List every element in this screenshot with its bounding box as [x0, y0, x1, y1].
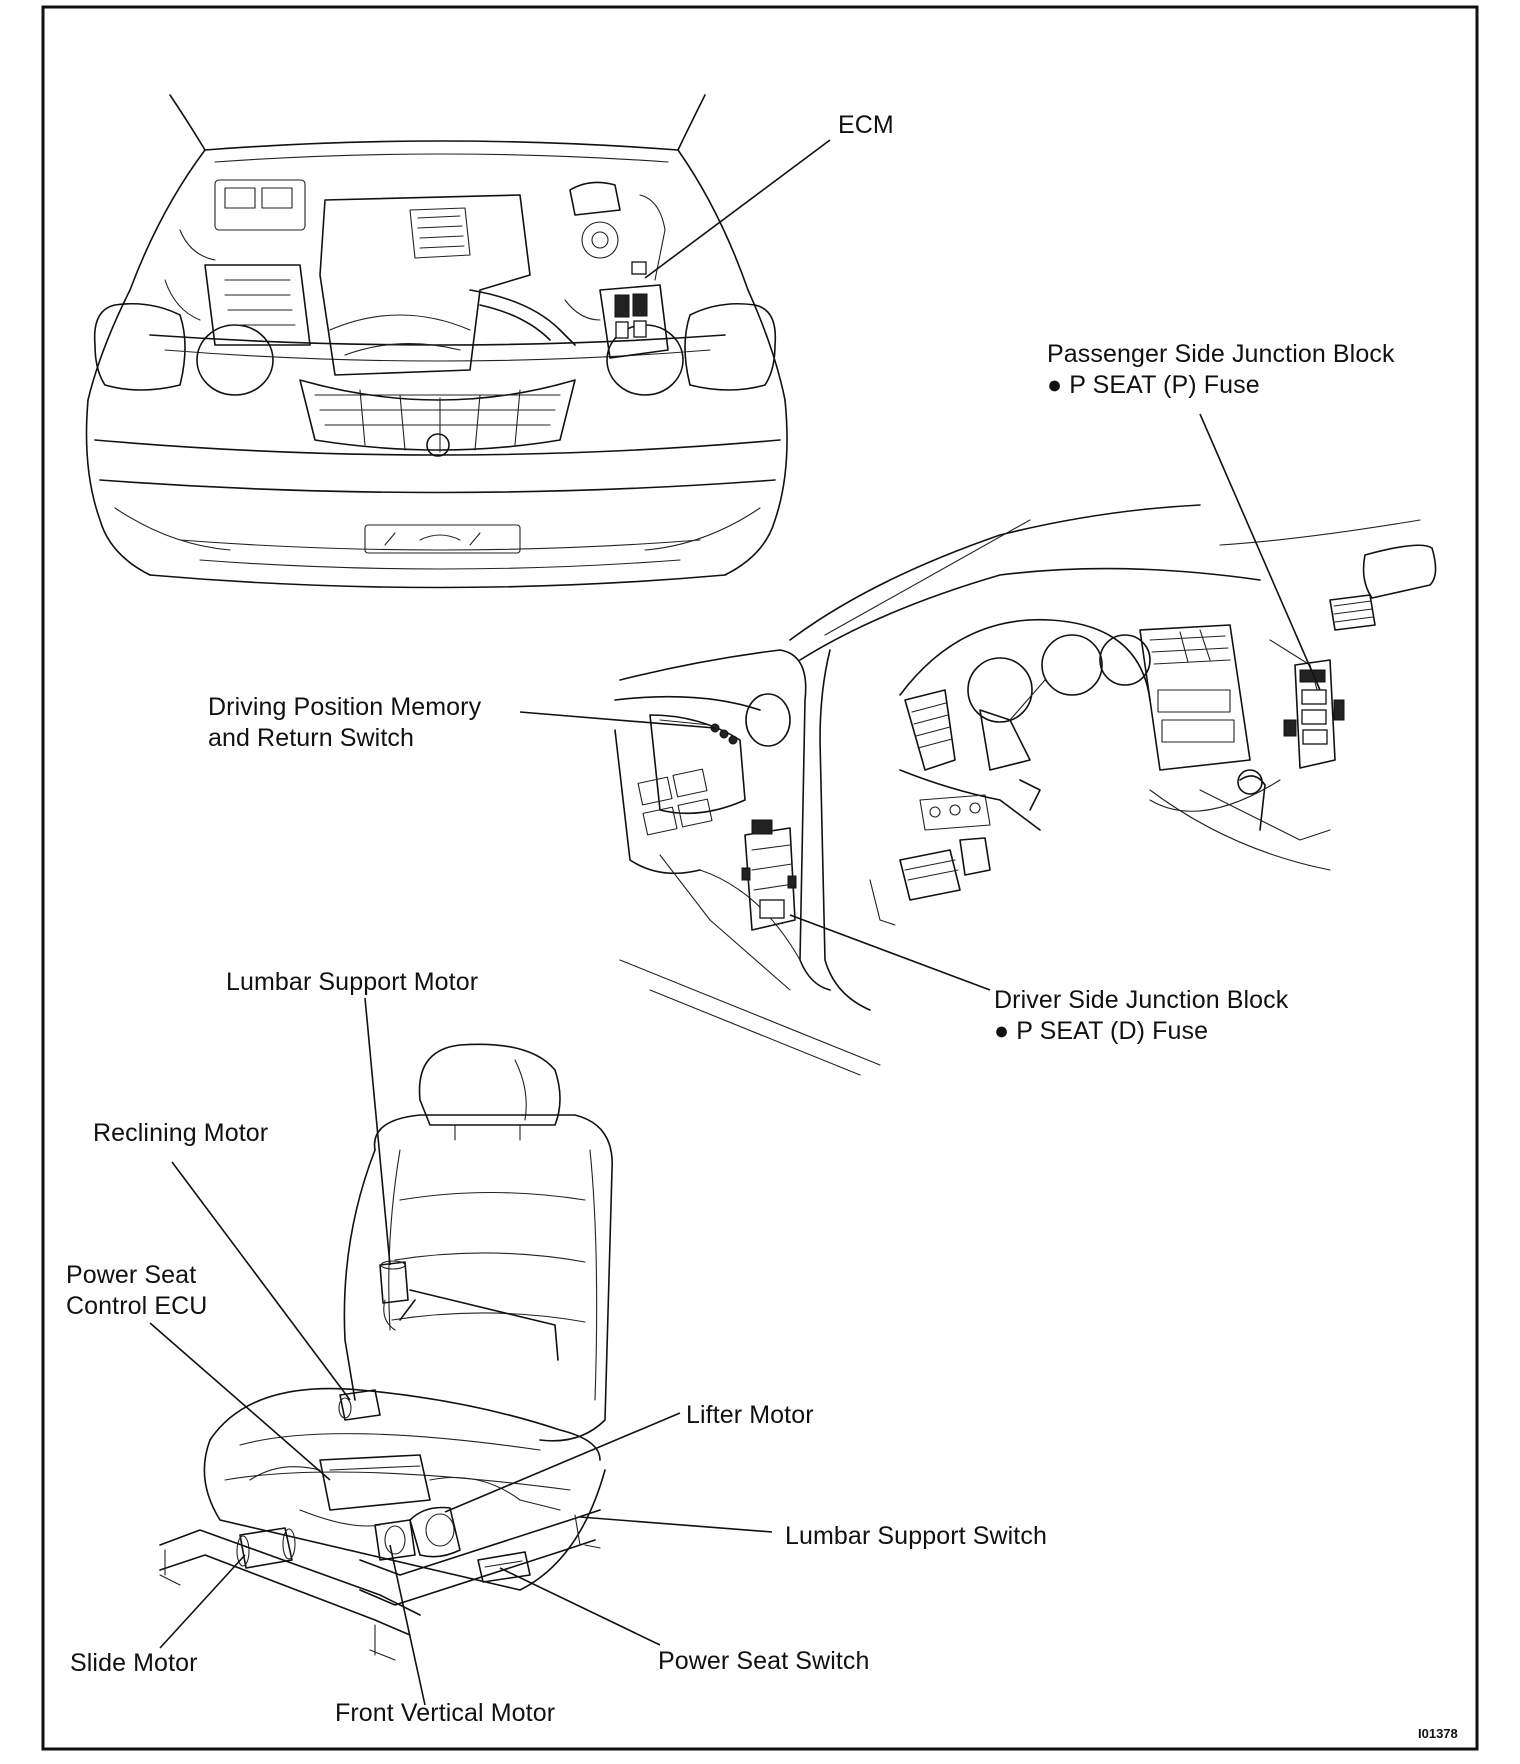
leader-passenger-jb [1199, 413, 1321, 691]
leader-memory-switch [519, 711, 716, 729]
label-lumbar-motor: Lumbar Support Motor [226, 968, 479, 996]
figure-code: I01378 [1418, 1726, 1458, 1741]
label-ecm: ECM [838, 111, 894, 139]
label-memory-switch-line2: and Return Switch [208, 724, 414, 752]
leader-reclining-motor [171, 1161, 351, 1401]
label-seat-ecu-line1: Power Seat [66, 1261, 197, 1289]
seat-illustration [159, 1043, 613, 1661]
leader-driver-jb [789, 914, 991, 991]
dashboard-illustration [614, 504, 1437, 1076]
label-reclining-motor: Reclining Motor [93, 1119, 269, 1147]
label-seat-ecu-line2: Control ECU [66, 1292, 208, 1320]
label-passenger-jb-line2: ● P SEAT (P) Fuse [1047, 371, 1260, 399]
leader-front-vertical-motor [389, 1544, 426, 1706]
figure-frame [41, 5, 1479, 1751]
leader-lifter-motor [444, 1412, 681, 1513]
leader-lines [149, 139, 1321, 1706]
label-lifter-motor: Lifter Motor [686, 1401, 814, 1429]
label-driver-jb-line2: ● P SEAT (D) Fuse [994, 1017, 1209, 1045]
label-passenger-jb-line1: Passenger Side Junction Block [1047, 340, 1395, 368]
label-memory-switch-line1: Driving Position Memory [208, 693, 482, 721]
leader-slide-motor [159, 1554, 246, 1649]
label-power-seat-switch: Power Seat Switch [658, 1647, 870, 1675]
label-slide-motor: Slide Motor [70, 1649, 198, 1677]
label-driver-jb-line1: Driver Side Junction Block [994, 986, 1289, 1014]
leader-ecm [644, 139, 831, 279]
car-front-illustration [85, 94, 788, 589]
leader-power-seat-switch [499, 1567, 661, 1646]
label-front-vertical-motor: Front Vertical Motor [335, 1699, 556, 1727]
label-lumbar-switch: Lumbar Support Switch [785, 1522, 1047, 1550]
leader-lumbar-motor [364, 997, 391, 1266]
leader-lumbar-switch [579, 1516, 773, 1533]
leader-seat-ecu [149, 1322, 331, 1481]
